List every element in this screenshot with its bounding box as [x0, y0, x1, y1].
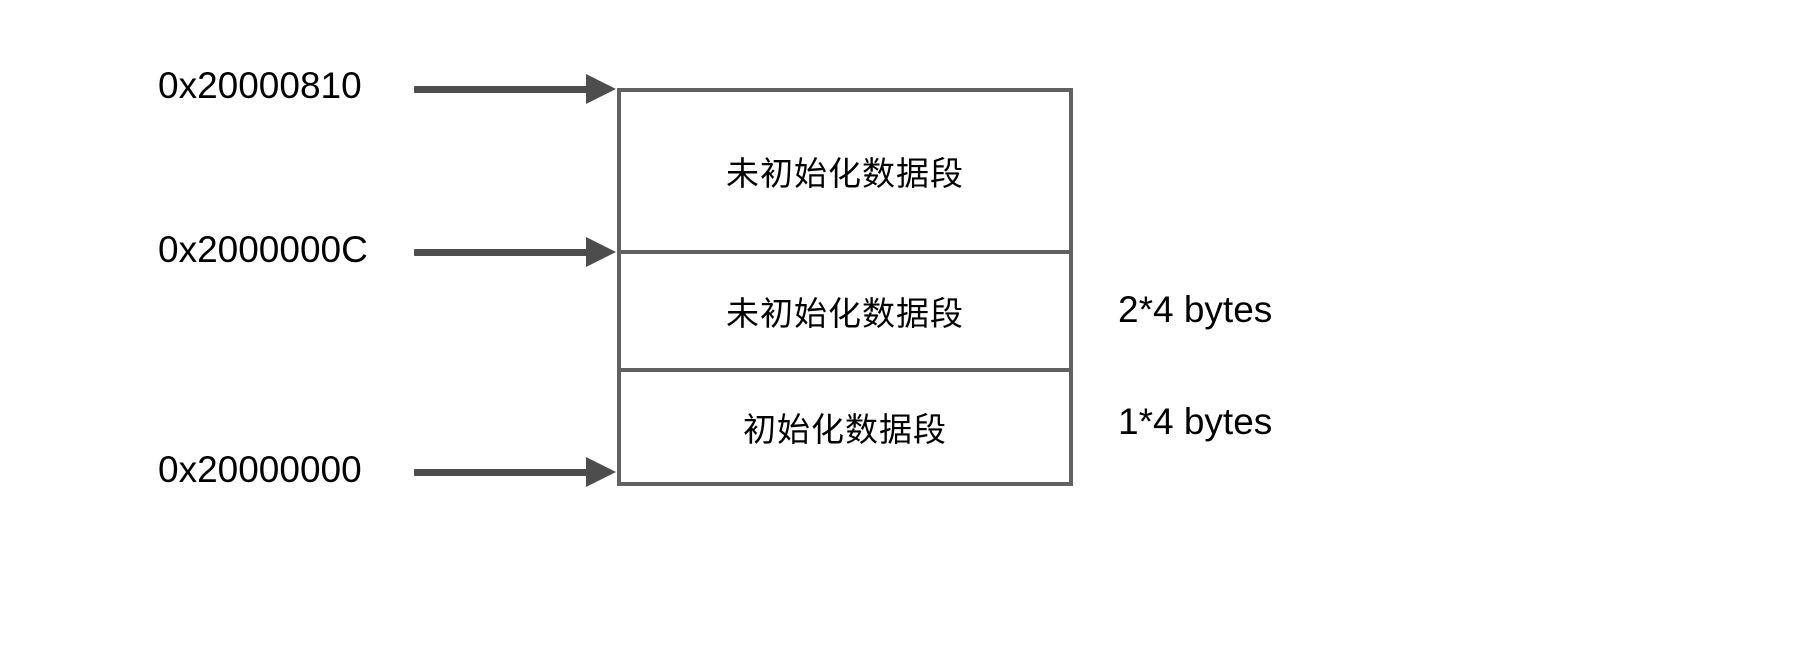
memory-map: 未初始化数据段 未初始化数据段 初始化数据段 [617, 88, 1073, 486]
address-label-bottom: 0x20000000 [158, 449, 362, 490]
segment-initialized-data: 初始化数据段 [621, 368, 1069, 482]
segment-label: 初始化数据段 [743, 411, 947, 448]
arrow-head [586, 74, 616, 104]
segment-bss-upper: 未初始化数据段 [621, 92, 1069, 250]
segment-label: 未初始化数据段 [726, 155, 964, 192]
arrow-head [586, 457, 616, 487]
arrow-shaft [414, 249, 588, 256]
arrow-right-icon-middle [414, 237, 616, 267]
size-annotation-uninitialized: 2*4 bytes [1118, 289, 1273, 330]
arrow-shaft [414, 469, 588, 476]
segment-uninitialized-data: 未初始化数据段 [621, 250, 1069, 368]
arrow-shaft [414, 86, 588, 93]
segment-label: 未初始化数据段 [726, 295, 964, 332]
address-label-middle: 0x2000000C [158, 229, 368, 270]
arrow-head [586, 237, 616, 267]
address-label-top: 0x20000810 [158, 65, 362, 106]
arrow-right-icon-bottom [414, 457, 616, 487]
size-annotation-initialized: 1*4 bytes [1118, 401, 1273, 442]
arrow-right-icon-top [414, 74, 616, 104]
